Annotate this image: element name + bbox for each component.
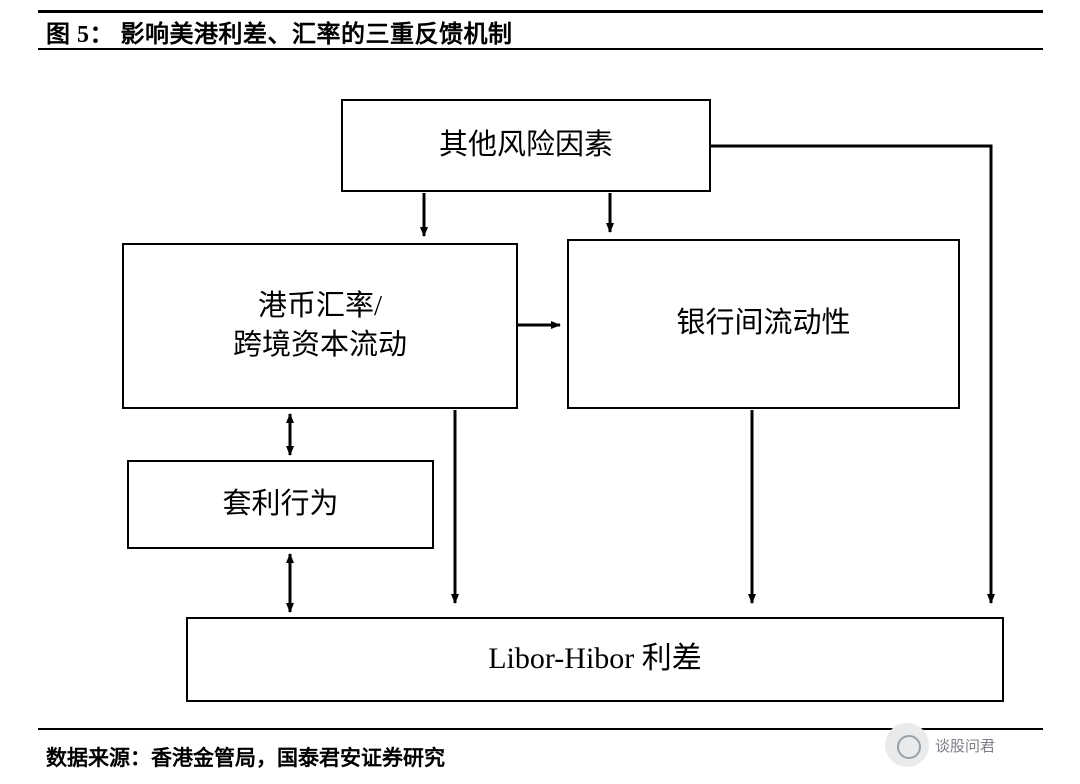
title-rule-bottom (38, 48, 1043, 50)
title-rule-top (38, 10, 1043, 13)
watermark: 谈股问君 (885, 714, 1035, 776)
watermark-label: 谈股问君 (935, 737, 996, 755)
node-carry-label: 套利行为 (222, 487, 339, 520)
node-spread: Libor-Hibor 利差 (186, 617, 1004, 702)
node-other-risk: 其他风险因素 (341, 99, 711, 192)
page-title: 图 5： 影响美港利差、汇率的三重反馈机制 (46, 22, 513, 48)
node-carry: 套利行为 (127, 460, 434, 549)
footer-rule (38, 728, 1043, 730)
node-fx: 港币汇率/ 跨境资本流动 (122, 243, 518, 409)
circle-avatar-icon (885, 723, 929, 767)
node-spread-label: Libor-Hibor 利差 (488, 642, 702, 676)
node-other-risk-label: 其他风险因素 (438, 128, 613, 161)
node-liquidity-label: 银行间流动性 (676, 307, 851, 340)
source-note: 数据来源：香港金管局，国泰君安证券研究 (46, 746, 445, 770)
node-fx-label-line1: 港币汇率/ (257, 289, 383, 322)
node-liquidity: 银行间流动性 (567, 239, 960, 409)
node-fx-label-line2: 跨境资本流动 (232, 329, 407, 361)
